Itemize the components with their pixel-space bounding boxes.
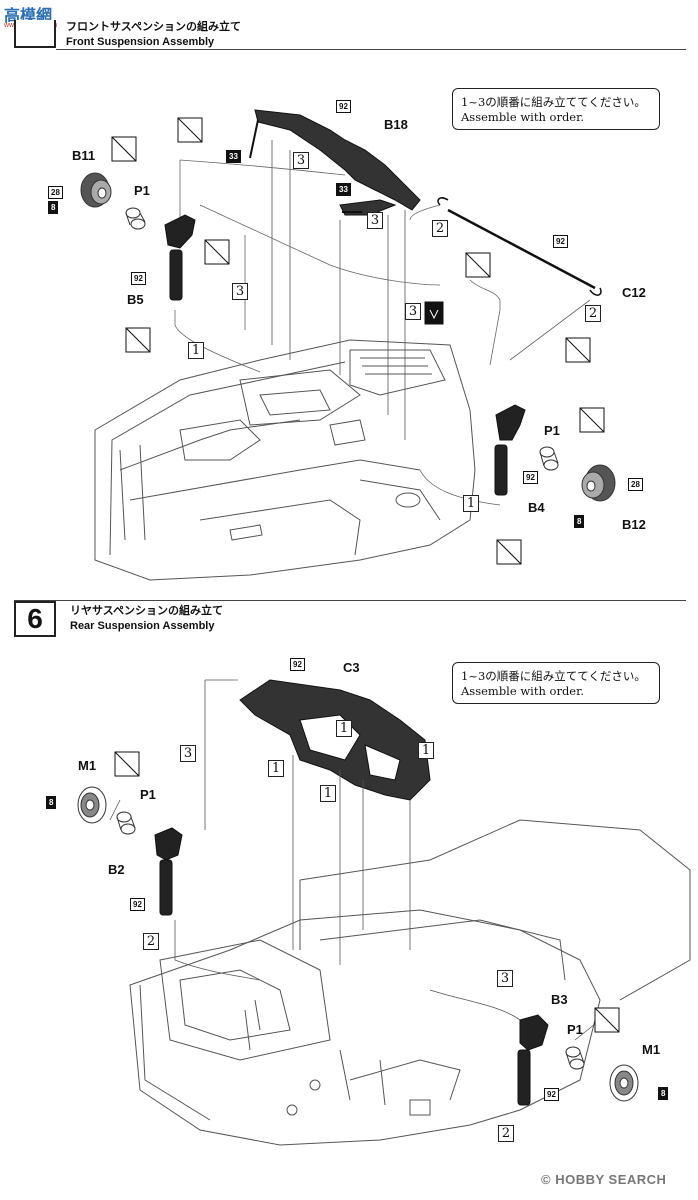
- code-28-left: 28: [48, 186, 63, 199]
- b12-hub: [581, 464, 616, 502]
- step-5-note-jp: 1~3の順番に組み立ててください。: [461, 95, 646, 109]
- code-33-left: 33: [226, 150, 241, 163]
- label-p1-rear-left: P1: [140, 787, 156, 802]
- order-1-c3-a: 1: [336, 720, 352, 737]
- b4-strut: [494, 404, 526, 496]
- m1-right-hub: [609, 1064, 639, 1102]
- label-b3: B3: [551, 992, 568, 1007]
- code-8-rear-left: 8: [46, 796, 57, 809]
- front-chassis-body: [94, 339, 476, 581]
- glue-symbol: [424, 301, 444, 325]
- label-b2: B2: [108, 862, 125, 877]
- code-92-b4: 92: [523, 471, 538, 484]
- p1-rear-right-cylinder: [565, 1046, 585, 1070]
- step-6-number: 6: [14, 601, 56, 637]
- step-5-order-note: 1~3の順番に組み立ててください。 Assemble with order.: [452, 88, 660, 130]
- label-p1-left: P1: [134, 183, 150, 198]
- order-3-b5: 3: [232, 283, 248, 300]
- order-3-crossmember-left: 3: [293, 152, 309, 169]
- step-6-divider: [14, 600, 686, 601]
- b3-strut: [517, 1014, 549, 1106]
- watermark-text: HOBBY SEARCH: [555, 1172, 667, 1187]
- step-5-number-box: [14, 20, 56, 48]
- label-b4: B4: [528, 500, 545, 515]
- step-6-title-en: Rear Suspension Assembly: [70, 620, 215, 632]
- order-3-glue: 3: [405, 303, 421, 320]
- order-3-rear-left: 3: [180, 745, 196, 762]
- label-b5: B5: [127, 292, 144, 307]
- p1-right-cylinder: [539, 446, 559, 471]
- label-c12: C12: [622, 285, 646, 300]
- order-1-right: 1: [463, 495, 479, 512]
- code-92-b18: 92: [336, 100, 351, 113]
- order-2-tie-rod-right: 2: [585, 305, 601, 322]
- order-3-rear-right: 3: [497, 970, 513, 987]
- copyright-symbol: ©: [541, 1172, 552, 1187]
- label-c3: C3: [343, 660, 360, 675]
- b2-strut: [154, 827, 183, 916]
- order-1-left: 1: [188, 342, 204, 359]
- order-2-rear-left: 2: [143, 933, 159, 950]
- c12-tie-rod: [447, 208, 596, 290]
- order-2-tie-rod-left: 2: [432, 220, 448, 237]
- order-1-c3-c: 1: [268, 760, 284, 777]
- code-33-right: 33: [336, 183, 351, 196]
- label-b12: B12: [622, 517, 646, 532]
- code-92-b5: 92: [131, 272, 146, 285]
- label-b18: B18: [384, 117, 408, 132]
- step-6-title-jp: リヤサスペンションの組み立て: [70, 604, 224, 617]
- p1-left-cylinder: [125, 207, 146, 230]
- b11-hub: [80, 172, 112, 208]
- code-92-b3: 92: [544, 1088, 559, 1101]
- code-28-right: 28: [628, 478, 643, 491]
- b5-strut: [164, 214, 196, 301]
- step-5-title-en: Front Suspension Assembly: [66, 36, 215, 48]
- p1-rear-left-cylinder: [116, 811, 136, 835]
- code-92-b2: 92: [130, 898, 145, 911]
- step-6-order-note: 1~3の順番に組み立ててください。 Assemble with order.: [452, 662, 660, 704]
- code-8-left: 8: [48, 201, 59, 214]
- code-8-rear-right: 8: [658, 1087, 669, 1100]
- m1-left-hub: [77, 786, 107, 824]
- step-6-note-en: Assemble with order.: [461, 684, 585, 698]
- step-6-note-jp: 1~3の順番に組み立ててください。: [461, 669, 646, 683]
- no-glue-symbols: [111, 117, 620, 1033]
- order-2-rear-right: 2: [498, 1125, 514, 1142]
- hobby-search-watermark: © HOBBY SEARCH: [541, 1172, 666, 1187]
- step-5-title-jp: フロントサスペンションの組み立て: [66, 20, 242, 33]
- label-p1-rear-right: P1: [567, 1022, 583, 1037]
- order-1-c3-d: 1: [320, 785, 336, 802]
- rear-chassis-body: [129, 819, 691, 1146]
- code-92-c3: 92: [290, 658, 305, 671]
- order-3-crossmember-right: 3: [367, 212, 383, 229]
- label-m1-left: M1: [78, 758, 97, 773]
- label-m1-right: M1: [642, 1042, 661, 1057]
- label-p1-right: P1: [544, 423, 560, 438]
- label-b11: B11: [72, 148, 96, 163]
- step-5-note-en: Assemble with order.: [461, 110, 585, 124]
- step-5-divider: [56, 49, 686, 50]
- code-92-c12: 92: [553, 235, 568, 248]
- order-1-c3-b: 1: [418, 742, 434, 759]
- code-8-right: 8: [574, 515, 585, 528]
